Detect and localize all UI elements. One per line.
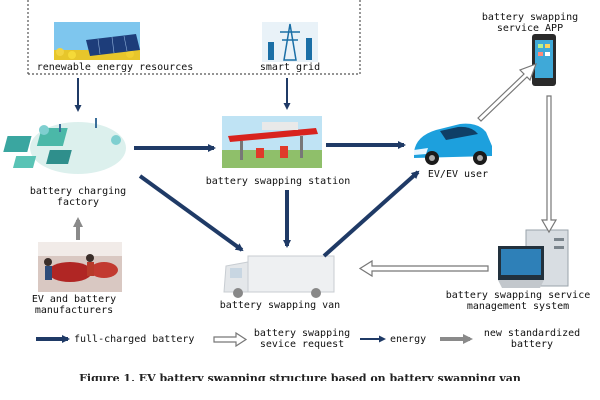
legend-request-label: battery swapping sevice request [253,328,351,350]
label-charging-factory: battery charging factory [29,186,127,208]
legend-arrows [36,331,473,348]
ev-car-icon [414,123,492,165]
arrow-mgmt-to-van [358,259,489,278]
figure-caption: Figure 1. EV battery swapping structure … [79,372,521,381]
arrow-ev-to-app [477,62,538,122]
legend-request-arrow [213,331,248,348]
top-dotted-frame [27,0,361,75]
flow-arrows [73,62,558,278]
label-swapping-station: battery swapping station [205,176,351,187]
label-ev-user: EV/EV user [427,169,489,180]
charging-factory-icon [3,118,126,174]
arrow-van-to-ev [322,170,420,258]
legend-standardized-label: new standardized battery [483,328,581,350]
factory-workers-icon [38,242,122,292]
gas-station-icon [222,116,322,168]
legend-energy-label: energy [390,334,427,345]
solar-panel-icon [54,22,140,60]
arrow-factory-to-van [138,174,244,252]
label-swapping-van: battery swapping van [219,300,341,311]
label-service-app: battery swapping service APP [481,12,579,34]
arrow-app-to-mgmt [540,95,558,234]
legend-full-charged-label: full-charged battery [74,334,195,345]
power-tower-icon [262,22,318,62]
tablet-icon [532,34,556,86]
label-manufacturers: EV and battery manufacturers [31,294,117,316]
label-renewable-energy: renewable energy resources [36,62,194,73]
label-smart-grid: smart grid [259,62,321,73]
computer-icon [498,229,569,288]
label-management-system: battery swapping service management syst… [445,290,591,312]
van-icon [223,255,335,298]
